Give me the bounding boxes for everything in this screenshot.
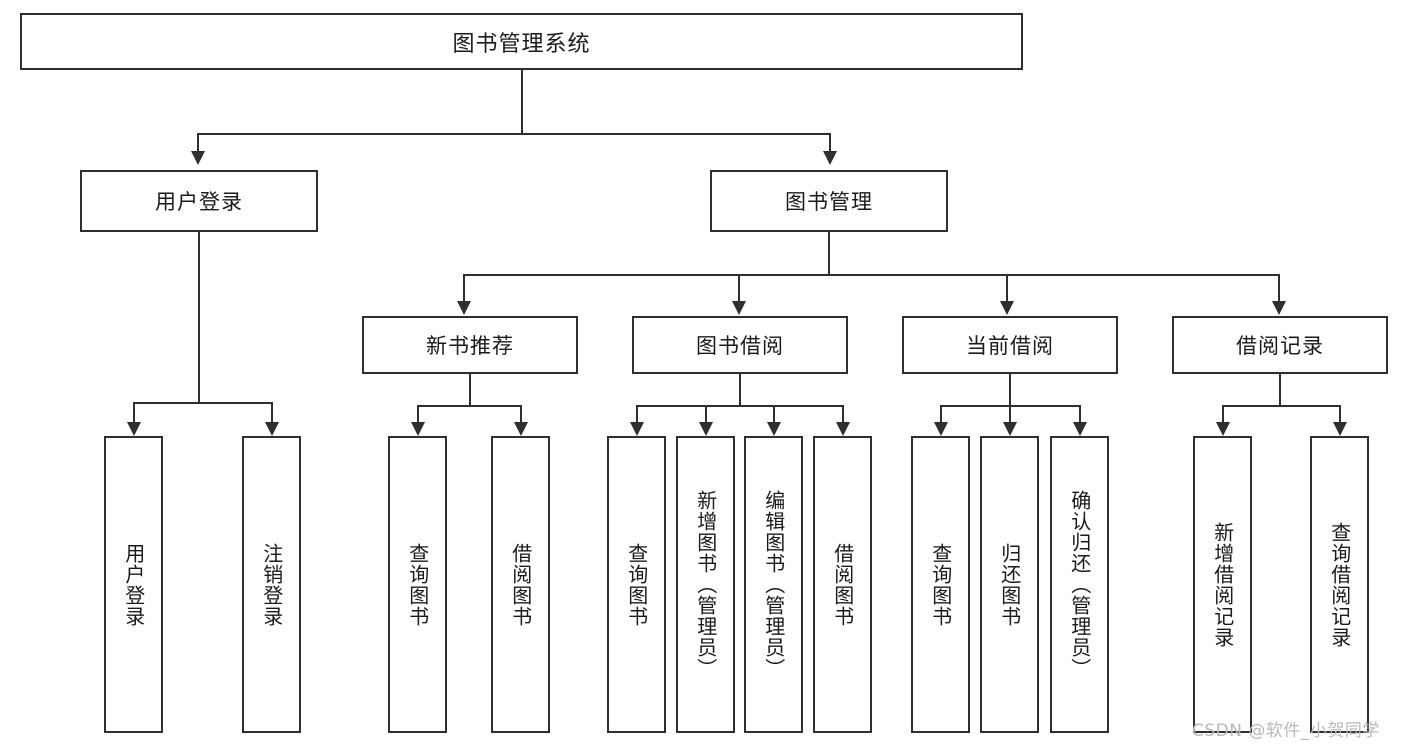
connector-root-drop-left [197, 133, 199, 151]
leaf-current-borrow-3[interactable]: 确认归还（管理员） [1050, 436, 1109, 733]
node-label: 图书管理系统 [452, 31, 591, 57]
leaf-label: 确认归还（管理员） [1067, 490, 1092, 679]
leaf-book-borrow-2[interactable]: 新增图书（管理员） [676, 436, 735, 733]
node-book-borrow[interactable]: 图书借阅 [632, 316, 848, 374]
node-user-login[interactable]: 用户登录 [80, 170, 318, 232]
leaf-label: 查询图书 [928, 542, 953, 627]
leaf-user-login-2[interactable]: 注销登录 [242, 436, 301, 733]
leaf-label: 注销登录 [259, 542, 284, 627]
connector-nb-drop-2 [520, 405, 522, 422]
leaf-book-borrow-4[interactable]: 借阅图书 [813, 436, 872, 733]
leaf-label: 编辑图书（管理员） [761, 490, 786, 679]
connector-new-book-bus [417, 405, 522, 407]
arrow-icon-bb-leaf-3 [767, 422, 781, 436]
arrow-icon-bb-leaf-2 [699, 422, 713, 436]
arrow-icon-nb-leaf-1 [411, 422, 425, 436]
arrow-icon-cb-leaf-1 [934, 422, 948, 436]
watermark-text: CSDN @软件_小贺同学 [1192, 721, 1380, 741]
connector-bb-drop-1 [636, 405, 638, 422]
connector-bm-drop-1 [463, 274, 465, 301]
connector-br-drop-2 [1339, 405, 1341, 422]
leaf-borrow-record-2[interactable]: 查询借阅记录 [1310, 436, 1369, 733]
leaf-new-book-2[interactable]: 借阅图书 [491, 436, 550, 733]
leaf-label: 借阅图书 [508, 542, 533, 627]
arrow-icon-bm-to-new-book [457, 301, 471, 315]
connector-nb-drop-1 [417, 405, 419, 422]
connector-user-login-stem [198, 232, 200, 402]
arrow-icon-user-login-leaf-1 [127, 422, 141, 436]
node-label: 图书管理 [785, 190, 873, 214]
node-borrow-record[interactable]: 借阅记录 [1172, 316, 1388, 374]
connector-user-login-bus [133, 402, 273, 404]
leaf-current-borrow-2[interactable]: 归还图书 [980, 436, 1039, 733]
node-label: 新书推荐 [426, 334, 514, 358]
connector-br-drop-1 [1222, 405, 1224, 422]
connector-user-login-drop-1 [133, 402, 135, 422]
leaf-user-login-1[interactable]: 用户登录 [104, 436, 163, 733]
node-new-book-recommend[interactable]: 新书推荐 [362, 316, 578, 374]
connector-cb-drop-3 [1079, 405, 1081, 422]
connector-book-borrow-bus [636, 405, 844, 407]
connector-book-management-bus [463, 274, 1280, 276]
leaf-current-borrow-1[interactable]: 查询图书 [911, 436, 970, 733]
leaf-label: 新增图书（管理员） [693, 490, 718, 679]
arrow-icon-cb-leaf-2 [1003, 422, 1017, 436]
connector-book-management-stem [828, 232, 830, 274]
arrow-icon-bm-to-borrow-record [1272, 301, 1286, 315]
connector-cb-drop-1 [940, 405, 942, 422]
leaf-label: 查询借阅记录 [1327, 521, 1352, 648]
connector-root-bus [197, 133, 831, 135]
connector-cb-drop-2 [1009, 405, 1011, 422]
arrow-icon-root-to-book-management [823, 151, 837, 165]
connector-borrow-record-stem [1279, 374, 1281, 405]
arrow-icon-br-leaf-1 [1216, 422, 1230, 436]
connector-bm-drop-2 [738, 274, 740, 301]
connector-bb-drop-4 [842, 405, 844, 422]
arrow-icon-bb-leaf-4 [836, 422, 850, 436]
arrow-icon-bm-to-book-borrow [732, 301, 746, 315]
connector-root-drop-right [829, 133, 831, 151]
arrow-icon-cb-leaf-3 [1073, 422, 1087, 436]
connector-book-borrow-stem [739, 374, 741, 405]
connector-bb-drop-3 [773, 405, 775, 422]
leaf-book-borrow-3[interactable]: 编辑图书（管理员） [744, 436, 803, 733]
node-label: 用户登录 [155, 190, 243, 214]
leaf-borrow-record-1[interactable]: 新增借阅记录 [1193, 436, 1252, 733]
leaf-label: 借阅图书 [830, 542, 855, 627]
connector-bm-drop-3 [1006, 274, 1008, 301]
arrow-icon-nb-leaf-2 [514, 422, 528, 436]
node-book-management-system[interactable]: 图书管理系统 [20, 13, 1023, 70]
arrow-icon-user-login-leaf-2 [265, 422, 279, 436]
connector-bm-drop-4 [1278, 274, 1280, 301]
connector-user-login-drop-2 [271, 402, 273, 422]
connector-root-stem [521, 70, 523, 133]
leaf-new-book-1[interactable]: 查询图书 [388, 436, 447, 733]
arrow-icon-root-to-user-login [191, 151, 205, 165]
leaf-label: 新增借阅记录 [1210, 521, 1235, 648]
leaf-label: 查询图书 [624, 542, 649, 627]
node-label: 图书借阅 [696, 334, 784, 358]
arrow-icon-bb-leaf-1 [630, 422, 644, 436]
leaf-label: 查询图书 [405, 542, 430, 627]
leaf-label: 用户登录 [121, 542, 146, 627]
leaf-book-borrow-1[interactable]: 查询图书 [607, 436, 666, 733]
connector-new-book-stem [469, 374, 471, 405]
arrow-icon-br-leaf-2 [1333, 422, 1347, 436]
connector-current-borrow-stem [1009, 374, 1011, 405]
leaf-label: 归还图书 [997, 542, 1022, 627]
node-label: 借阅记录 [1236, 334, 1324, 358]
node-book-management[interactable]: 图书管理 [710, 170, 948, 232]
node-label: 当前借阅 [966, 334, 1054, 358]
arrow-icon-bm-to-current-borrow [1000, 301, 1014, 315]
connector-bb-drop-2 [705, 405, 707, 422]
connector-borrow-record-bus [1222, 405, 1339, 407]
node-current-borrow[interactable]: 当前借阅 [902, 316, 1118, 374]
